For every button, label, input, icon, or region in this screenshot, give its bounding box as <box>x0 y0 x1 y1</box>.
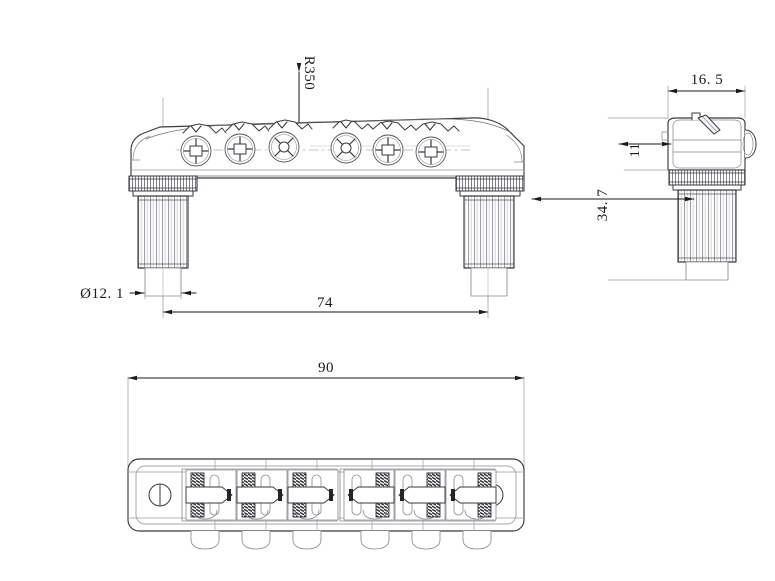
plan-post-lug <box>292 530 322 550</box>
side-post <box>668 169 746 281</box>
plan-post-lug <box>241 530 271 550</box>
front-left-post <box>128 175 198 297</box>
saddle-screw <box>415 136 447 168</box>
plan-saddle <box>343 469 395 521</box>
dim-body-height <box>618 117 672 171</box>
dim-overall-length <box>127 375 525 471</box>
plan-saddle <box>394 469 446 521</box>
top-plan-view <box>127 375 525 550</box>
dim-label-post-diameter: Ø12. 1 <box>80 286 124 302</box>
front-right-post <box>455 175 525 297</box>
dim-total-height <box>531 117 695 281</box>
dim-body-width <box>667 85 746 119</box>
dim-label-body-height: 11 <box>628 143 643 157</box>
plan-mounting-hole <box>148 483 172 507</box>
saddle-screw <box>224 133 256 165</box>
front-elevation-view <box>128 63 525 319</box>
saddle-screw <box>268 131 300 163</box>
dim-label-post-spacing: 74 <box>317 295 333 311</box>
dim-label-body-width: 16. 5 <box>691 72 724 88</box>
plan-saddles <box>185 469 497 521</box>
saddle-screw <box>372 134 404 166</box>
plan-post-lug <box>190 530 220 550</box>
saddle-screw <box>330 132 362 164</box>
plan-post-lug <box>360 530 390 550</box>
plan-saddle <box>287 469 339 521</box>
plan-post-lug <box>462 530 492 550</box>
front-saddle-screws <box>180 131 447 168</box>
plan-saddle <box>185 469 237 521</box>
right-side-view <box>531 85 757 281</box>
saddle-screw <box>180 135 212 167</box>
side-bridge-body <box>661 112 757 171</box>
dim-label-radius: R350 <box>301 56 317 91</box>
dim-post-diameter <box>129 266 197 300</box>
dimension-labels: R350 Ø12. 1 74 16. 5 11 34. 7 90 <box>80 56 723 376</box>
dim-label-total-height: 34. 7 <box>595 189 611 222</box>
dim-post-spacing <box>162 295 489 319</box>
plan-post-lug <box>411 530 441 550</box>
plan-saddle <box>445 469 497 521</box>
dim-label-overall-length: 90 <box>318 360 334 376</box>
plan-bridge-body <box>127 458 525 550</box>
plan-saddle <box>236 469 288 521</box>
